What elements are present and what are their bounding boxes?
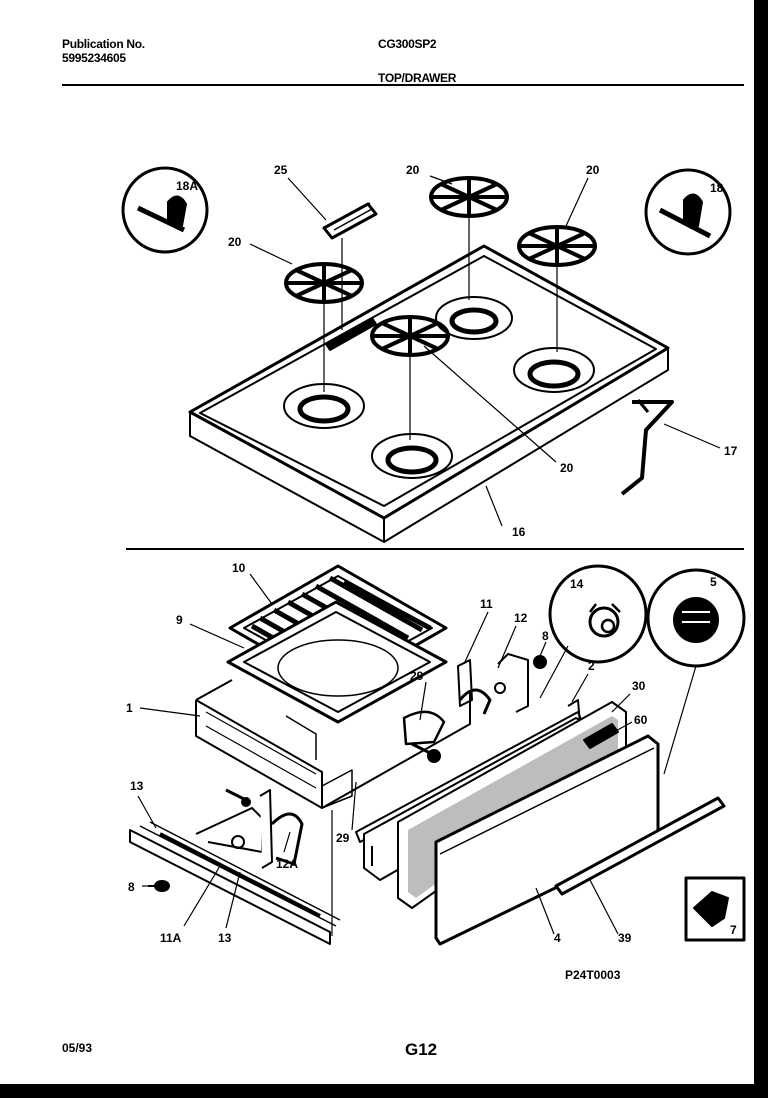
leader-20b (429, 175, 453, 185)
screw-front (225, 788, 251, 807)
callout-29b: 29 (336, 831, 350, 845)
leader-10 (249, 573, 273, 605)
leader-11 (463, 611, 489, 665)
leader-9 (189, 623, 245, 649)
leader-13a (137, 795, 157, 829)
valve-bracket-11 (457, 659, 492, 715)
callout-10: 10 (232, 561, 246, 575)
model-number: CG300SP2 (378, 37, 437, 51)
callout-7: 7 (730, 923, 737, 937)
inset-7 (684, 876, 746, 942)
inset-5 (646, 568, 746, 668)
leader-1 (139, 707, 201, 717)
leader-13b (225, 871, 241, 929)
leader-60 (613, 721, 633, 733)
leader-17 (663, 423, 721, 449)
side-bracket (195, 789, 273, 869)
screw-8-lower (148, 880, 170, 892)
callout-25: 25 (274, 163, 288, 177)
leader-12 (497, 625, 517, 669)
igniter-part-29 (402, 710, 446, 763)
broiler-pan (226, 600, 448, 724)
grate-rear-center (429, 176, 509, 218)
callout-17: 17 (724, 444, 738, 458)
drawer-body (195, 679, 471, 809)
inset-18a (121, 166, 209, 254)
cooktop-panel (188, 244, 670, 543)
callout-18a: 18A (176, 179, 198, 193)
insulation-strip-60 (583, 723, 619, 749)
grate-rear-right (517, 225, 597, 267)
footer-date: 05/93 (62, 1041, 93, 1055)
leader-20c (565, 177, 589, 227)
callout-11: 11 (480, 597, 493, 611)
leader-12a (283, 831, 291, 853)
leader-14 (539, 645, 569, 699)
callout-13b: 13 (218, 931, 232, 945)
callout-13a: 13 (130, 779, 144, 793)
burner-well-rear-left (435, 296, 513, 340)
clip-12a (270, 812, 304, 866)
leader-4 (535, 887, 555, 935)
callout-14: 14 (570, 577, 584, 591)
callout-9: 9 (176, 613, 183, 627)
figure-code: P24T0003 (565, 968, 621, 982)
callout-11a: 11A (160, 931, 182, 945)
callout-20c: 20 (586, 163, 600, 177)
callout-16: 16 (512, 525, 526, 539)
grate-left (284, 262, 364, 304)
header-rule (62, 84, 744, 86)
leader-8a (539, 641, 547, 657)
leader-5 (663, 665, 697, 775)
footer-page-number: G12 (405, 1040, 438, 1059)
section-divider (126, 548, 744, 550)
top-support-rod (620, 399, 674, 496)
callout-60: 60 (634, 713, 648, 727)
callout-20b: 20 (406, 163, 420, 177)
section-title: TOP/DRAWER (378, 71, 457, 85)
callout-20a: 20 (228, 235, 242, 249)
callout-18: 18 (710, 181, 724, 195)
screw-8-upper (533, 655, 547, 669)
leader-16 (485, 485, 503, 527)
callout-12a: 12A (276, 857, 298, 871)
drawer-rail-left (129, 821, 341, 945)
callout-39: 39 (618, 931, 632, 945)
diagram-page (0, 0, 754, 1084)
burner-well-front-right (371, 433, 453, 479)
callout-8b: 8 (128, 880, 135, 894)
callout-20d: 20 (560, 461, 574, 475)
callout-12: 12 (514, 611, 528, 625)
publication-label: Publication No. (62, 37, 145, 51)
leader-20a (249, 243, 293, 265)
leader-39 (589, 879, 619, 935)
leader-29a (419, 681, 427, 721)
callout-labels: 18A 25 20 20 20 18 17 20 16 10 9 1 11 12… (126, 163, 738, 945)
leader-25 (287, 177, 327, 221)
leader-20d (423, 345, 557, 463)
leader-29b (351, 781, 357, 831)
callout-30: 30 (632, 679, 646, 693)
callout-4: 4 (554, 931, 561, 945)
burner-well-rear-right (513, 347, 595, 393)
callout-29a: 29 (410, 669, 424, 683)
drawer-handle-trim-39 (554, 796, 726, 896)
inset-14 (548, 564, 648, 664)
leader-30 (611, 693, 631, 713)
publication-number: 5995234605 (62, 51, 126, 65)
callout-1: 1 (126, 701, 133, 715)
inset-18 (644, 168, 732, 256)
leader-11a (183, 865, 221, 927)
scan-border-bottom (0, 1084, 768, 1098)
grate-center (370, 315, 450, 357)
callout-8a: 8 (542, 629, 549, 643)
callout-2: 2 (588, 659, 595, 673)
callout-5: 5 (710, 575, 717, 589)
scan-border-right (754, 0, 768, 1098)
bracket-12 (494, 653, 529, 713)
leader-2 (571, 673, 589, 703)
burner-handle-part (322, 202, 378, 240)
